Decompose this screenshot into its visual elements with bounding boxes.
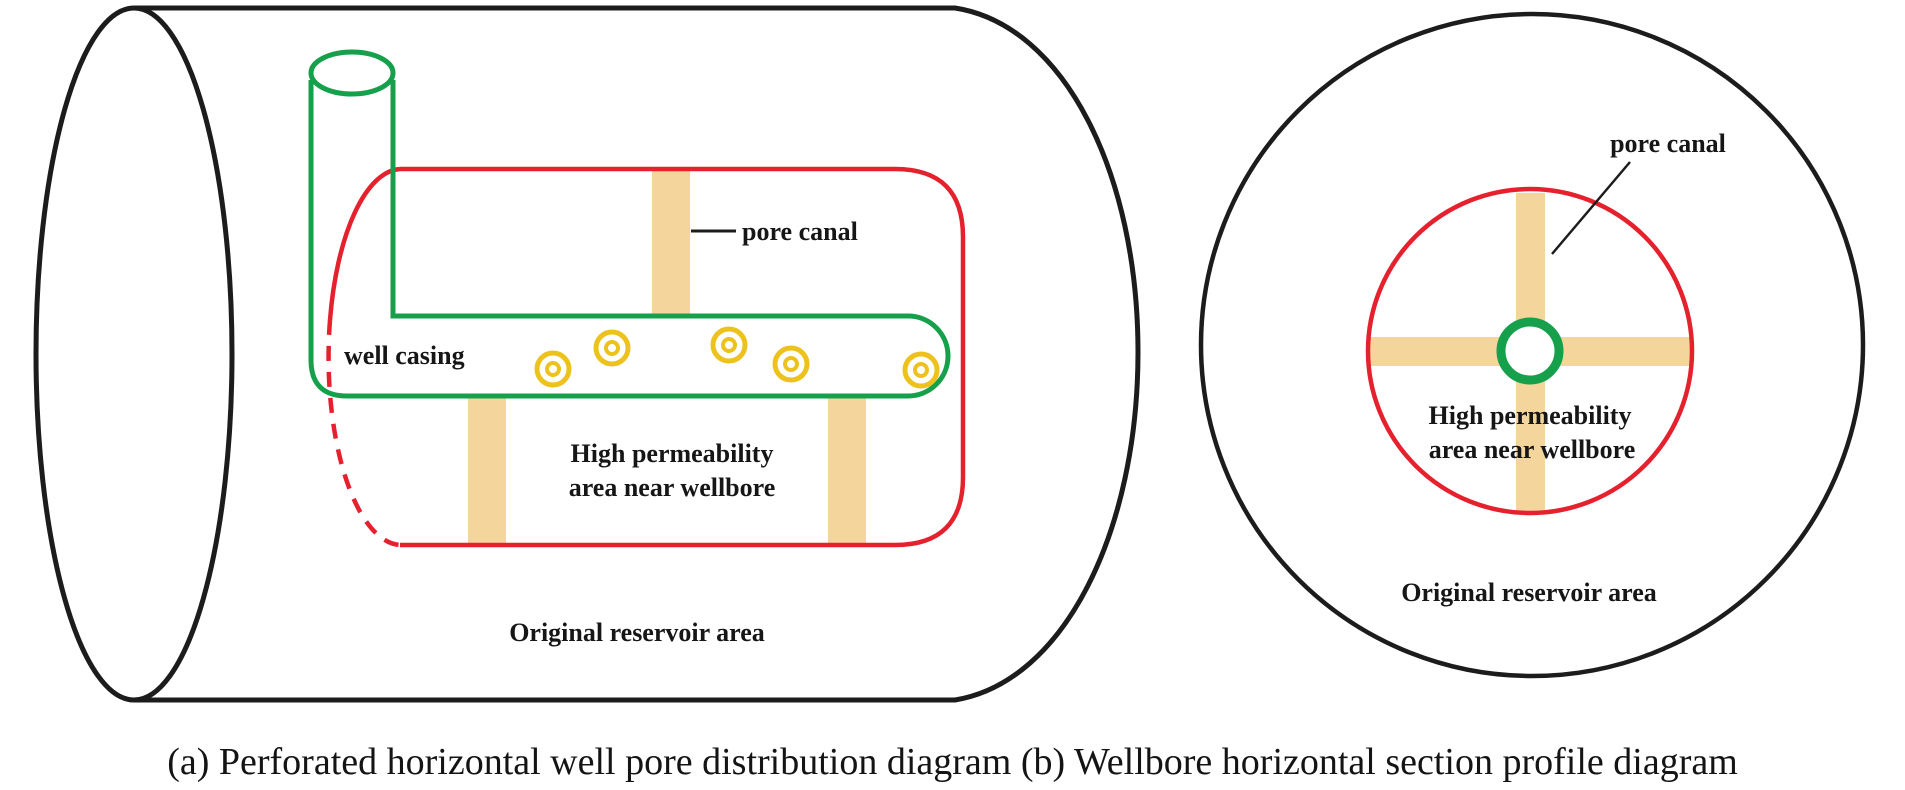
high-perm-outline (400, 166, 966, 548)
well-casing-label: well casing (344, 341, 465, 370)
reservoir-circle (1198, 11, 1866, 679)
well-casing-top (308, 49, 396, 97)
figure-canvas: pore canal well casing High permeability… (33, 5, 1866, 703)
high-perm-label-a-line2: area near wellbore (569, 473, 776, 502)
pore-icon (710, 326, 748, 364)
pore-icon (902, 351, 940, 389)
pore-icon (534, 350, 572, 388)
high-perm-hidden-rim (326, 319, 401, 548)
high-permeability-region-a (326, 166, 966, 548)
diagram-a: pore canal well casing High permeability… (33, 5, 1141, 703)
cylinder-body (134, 5, 1141, 703)
high-perm-front-rim (327, 166, 401, 321)
original-reservoir-label-b: Original reservoir area (1401, 578, 1657, 607)
pore-icon (772, 345, 810, 383)
pores (534, 326, 940, 389)
high-perm-label-b-line1: High permeability (1429, 401, 1632, 430)
cylinder-left-ellipse (33, 5, 235, 703)
high-perm-label-b-line2: area near wellbore (1429, 435, 1636, 464)
original-reservoir-label-a: Original reservoir area (509, 618, 765, 647)
wellbore-circle (1496, 317, 1564, 385)
pore-canal-bar (828, 395, 866, 545)
pore-canal-bar (652, 171, 690, 317)
pore-canal-leader-b (1551, 161, 1631, 255)
pore-canal-bars-a (468, 171, 866, 545)
high-perm-circle (1365, 186, 1695, 516)
well-casing (308, 49, 951, 399)
pore-canal-label-a: pore canal (742, 217, 858, 246)
pore-icon (593, 329, 631, 367)
pore-canal-bar (468, 395, 506, 545)
figure-caption: (a) Perforated horizontal well pore dist… (167, 741, 1738, 783)
well-casing-pipe (308, 80, 951, 399)
pore-canal-label-b: pore canal (1610, 129, 1726, 158)
diagram-b: pore canal High permeability area near w… (1198, 11, 1866, 679)
high-perm-label-a-line1: High permeability (571, 439, 774, 468)
